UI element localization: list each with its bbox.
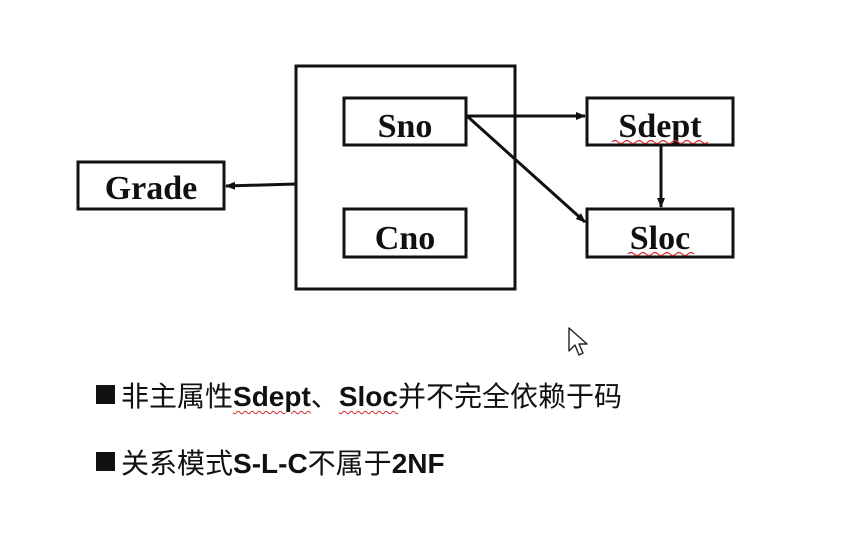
edge-sno-to-sloc: [465, 114, 587, 224]
node-cno-label: Cno: [375, 220, 435, 257]
node-cno: Cno: [342, 207, 468, 259]
spellcheck-underline-sloc: [627, 251, 695, 257]
mouse-pointer-icon: [568, 327, 588, 356]
bullet-2-term-slc: S-L-C: [233, 448, 308, 479]
node-grade: Grade: [76, 160, 226, 211]
bullet-1-term-sdept: Sdept: [233, 381, 311, 412]
node-sno-label: Sno: [378, 108, 433, 145]
bullet-2-normal-form: 2NF: [391, 448, 445, 479]
bullet-1-prefix: 非主属性: [121, 380, 234, 413]
bullet-1-term-sloc: Sloc: [338, 381, 398, 412]
bullet-line-1: 非主属性Sdept、Sloc并不完全依赖于码: [96, 383, 622, 411]
edge-group-to-grade: [225, 181, 297, 190]
node-sdept: Sdept: [585, 96, 735, 147]
node-sno: Sno: [342, 96, 468, 147]
spellcheck-underline-sdept: [611, 139, 709, 145]
key-group-box: [294, 64, 517, 291]
node-sloc: Sloc: [585, 207, 735, 259]
node-grade-label: Grade: [105, 170, 198, 207]
bullet-1-suffix: 并不完全依赖于码: [397, 380, 622, 413]
bullet-2-prefix: 关系模式: [121, 447, 234, 480]
bullet-1-separator: 、: [310, 380, 339, 413]
bullet-2-suffix: 不属于: [307, 447, 392, 480]
node-sdept-label: Sdept: [618, 108, 702, 145]
bullet-line-2: 关系模式S-L-C不属于2NF: [96, 450, 445, 478]
bullet-square-icon: [96, 452, 115, 471]
node-sloc-label: Sloc: [630, 220, 690, 257]
bullet-square-icon: [96, 385, 115, 404]
